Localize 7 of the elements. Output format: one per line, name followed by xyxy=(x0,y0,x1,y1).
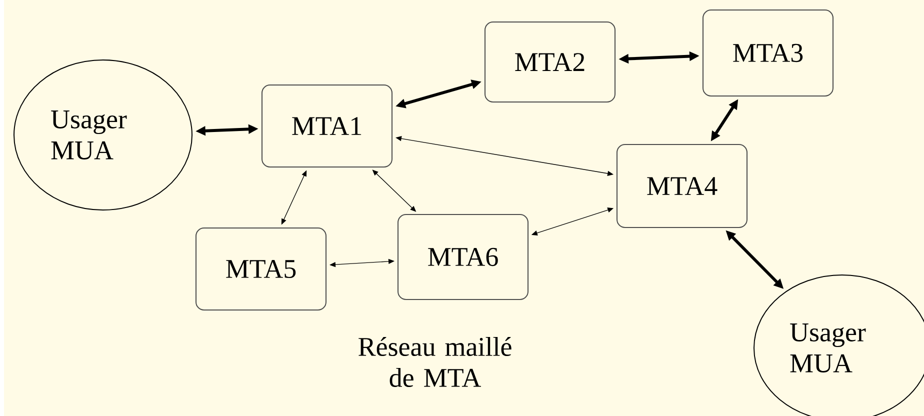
mta-box: MTA4 xyxy=(616,144,748,228)
mta-box: MTA3 xyxy=(702,10,834,96)
caption-text: Réseau maillé de MTA xyxy=(358,336,512,388)
mta-box: MTA5 xyxy=(196,228,326,310)
mta-box: MTA6 xyxy=(398,214,528,300)
mta-box: MTA2 xyxy=(484,22,616,102)
mta-box: MTA1 xyxy=(262,84,392,168)
